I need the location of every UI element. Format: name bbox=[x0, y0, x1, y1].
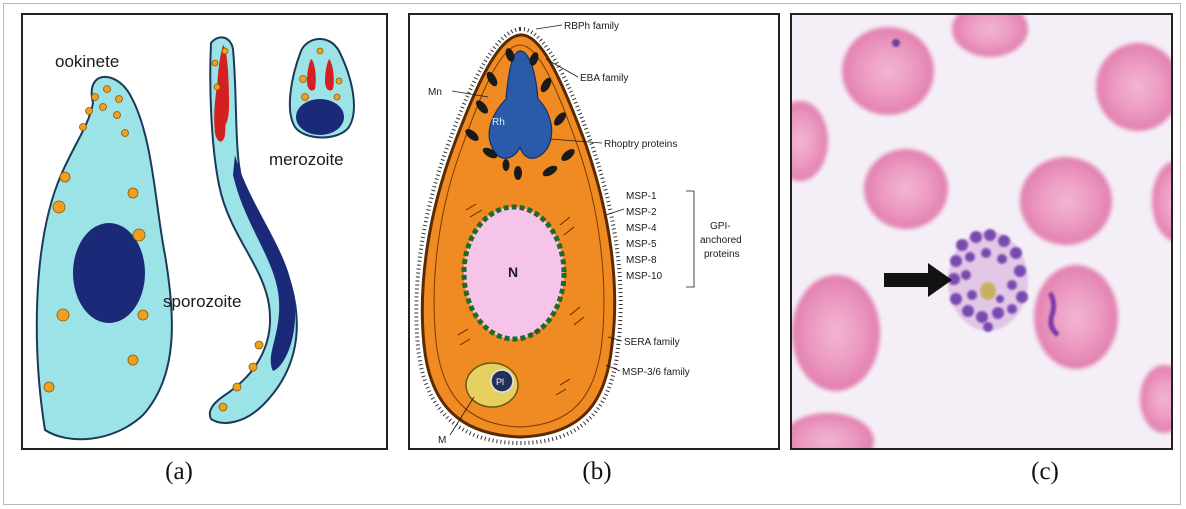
msp2-label: MSP-2 bbox=[626, 207, 657, 218]
hemozoin-pigment bbox=[980, 282, 996, 300]
msp10-label: MSP-10 bbox=[626, 271, 663, 282]
gpi-label-2: anchored bbox=[700, 235, 742, 246]
rh-label: Rh bbox=[492, 117, 505, 128]
merozoite-nucleus bbox=[296, 99, 344, 135]
merozoite-cell: merozoite bbox=[269, 39, 354, 169]
msp5-label: MSP-5 bbox=[626, 239, 657, 250]
sporozoite-label: sporozoite bbox=[163, 292, 241, 311]
caption-a: (a) bbox=[139, 458, 219, 486]
panel-c-svg bbox=[792, 15, 1171, 448]
msp36-label: MSP-3/6 family bbox=[622, 367, 690, 378]
merozoite-label: merozoite bbox=[269, 150, 344, 169]
pl-label: Pl bbox=[496, 377, 504, 387]
panel-b-merozoite-schematic: Rh N Pl bbox=[408, 13, 780, 450]
caption-b: (b) bbox=[557, 458, 637, 486]
panel-a-life-stages: ookinete sporozoite merozoi bbox=[21, 13, 388, 450]
msp4-label: MSP-4 bbox=[626, 223, 657, 234]
gpi-label-1: GPI- bbox=[710, 221, 731, 232]
ookinete-cell: ookinete bbox=[37, 52, 172, 439]
eba-label: EBA family bbox=[580, 73, 628, 84]
ookinete-label: ookinete bbox=[55, 52, 119, 71]
gpi-label-3: proteins bbox=[704, 249, 740, 260]
nucleus-label: N bbox=[508, 264, 518, 280]
panel-c-blood-smear bbox=[790, 13, 1173, 450]
rhoptry-label: Rhoptry proteins bbox=[604, 139, 677, 150]
panel-b-svg: Rh N Pl bbox=[410, 15, 778, 448]
sera-label: SERA family bbox=[624, 337, 680, 348]
sporozoite-cell: sporozoite bbox=[163, 37, 297, 423]
mn-label: Mn bbox=[428, 87, 442, 98]
msp8-label: MSP-8 bbox=[626, 255, 657, 266]
rbph-label: RBPh family bbox=[564, 21, 619, 32]
caption-c: (c) bbox=[1005, 458, 1085, 486]
msp1-label: MSP-1 bbox=[626, 191, 657, 202]
m-label: M bbox=[438, 435, 446, 446]
panel-a-svg: ookinete sporozoite merozoi bbox=[23, 15, 386, 448]
